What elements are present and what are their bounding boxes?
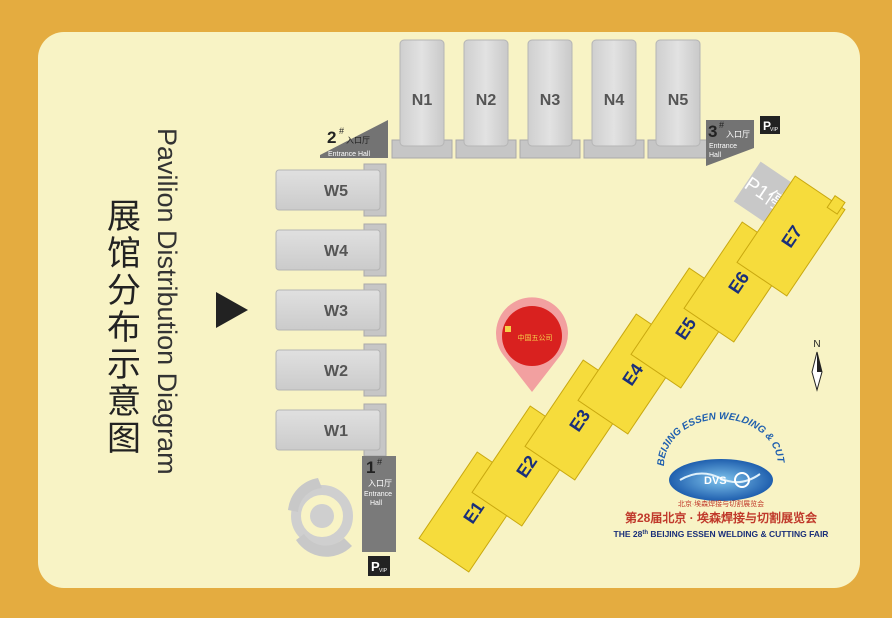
svg-text:北京·埃森焊接与切割展览会: 北京·埃森焊接与切割展览会	[678, 499, 764, 508]
svg-text:Entrance: Entrance	[709, 143, 737, 150]
svg-text:P: P	[763, 119, 771, 133]
hall-label: W5	[324, 183, 348, 200]
location-pin[interactable]: 中国五公司	[496, 297, 568, 392]
entrance-2-number: 2	[327, 128, 336, 147]
hall-n3[interactable]: N3	[519, 39, 581, 159]
fair-title-en: THE 28th BEIJING ESSEN WELDING & CUTTING…	[614, 529, 829, 539]
entrance-1-number: 1	[366, 458, 375, 477]
hall-label: N4	[604, 92, 625, 109]
entrance-1[interactable]: 1 # 入口厅 Entrance Hall	[362, 456, 396, 552]
hall-label: N2	[476, 92, 497, 109]
pin-badge-icon	[505, 326, 511, 332]
svg-text:#: #	[719, 120, 724, 130]
svg-text:Entrance: Entrance	[364, 491, 392, 498]
plaza-roundabout	[288, 478, 353, 557]
hall-e7[interactable]: E7	[736, 171, 848, 297]
svg-text:入口厅: 入口厅	[346, 136, 370, 145]
hall-n4[interactable]: N4	[583, 39, 645, 159]
hall-label: N3	[540, 92, 561, 109]
title-english: Pavilion Distribution Diagram	[152, 128, 182, 475]
hall-label: W1	[324, 423, 348, 440]
svg-text:#: #	[377, 457, 382, 467]
svg-text:展馆分布示意图: 展馆分布示意图	[107, 197, 141, 459]
hall-label: W2	[324, 363, 348, 380]
hall-label: N1	[412, 92, 433, 109]
hall-w5[interactable]: W5	[275, 163, 387, 217]
hall-w1[interactable]: W1	[275, 403, 387, 457]
entrance-3-number: 3	[708, 122, 717, 141]
svg-text:Hall: Hall	[709, 152, 722, 159]
north-halls: N1 N2 N3 N4 N5	[391, 39, 709, 159]
fair-title-cn: 第28届北京 · 埃森焊接与切割展览会	[625, 510, 818, 525]
direction-arrow-icon	[216, 292, 248, 328]
hall-label: W3	[324, 303, 348, 320]
svg-text:VIP: VIP	[770, 127, 779, 133]
hall-label: N5	[668, 92, 689, 109]
svg-text:入口厅: 入口厅	[726, 130, 750, 139]
north-compass-icon: N	[811, 339, 823, 392]
hall-w2[interactable]: W2	[275, 343, 387, 397]
pin-badge-text: 中国五公司	[518, 333, 553, 342]
vip-parking-3[interactable]: P VIP	[760, 116, 780, 134]
svg-text:P: P	[371, 559, 380, 574]
hall-w4[interactable]: W4	[275, 223, 387, 277]
entrance-3[interactable]: 3 # 入口厅 Entrance Hall	[706, 120, 754, 166]
svg-text:入口厅: 入口厅	[368, 479, 392, 488]
hall-w3[interactable]: W3	[275, 283, 387, 337]
hall-label: W4	[324, 243, 348, 260]
svg-text:Hall: Hall	[370, 500, 383, 507]
entrance-2[interactable]: 2 # 入口厅 Entrance Hall	[320, 120, 388, 158]
svg-text:VIP: VIP	[379, 568, 388, 574]
svg-text:Entrance Hall: Entrance Hall	[328, 151, 370, 158]
hall-n1[interactable]: N1	[391, 39, 453, 159]
svg-text:DVS: DVS	[704, 475, 727, 487]
hall-n5[interactable]: N5	[647, 39, 709, 159]
title-chinese: 展馆分布示意图	[107, 197, 141, 459]
svg-text:#: #	[339, 126, 344, 136]
svg-text:N: N	[813, 339, 820, 350]
hall-n2[interactable]: N2	[455, 39, 517, 159]
vip-parking-1[interactable]: P VIP	[368, 556, 390, 576]
